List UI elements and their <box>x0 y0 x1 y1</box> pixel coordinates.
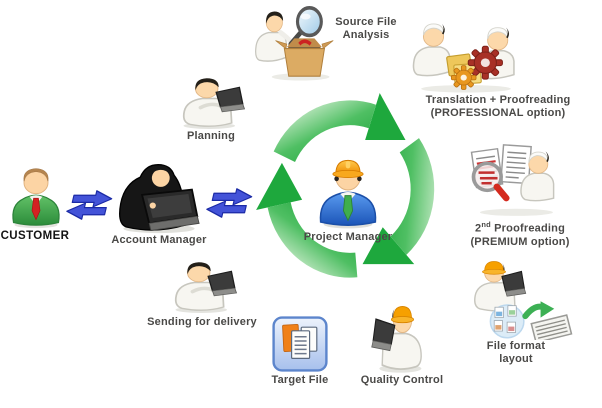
customer-person-icon <box>4 156 68 230</box>
quality-control-label: Quality Control <box>360 374 444 386</box>
green-cycle-arrows-icon <box>254 88 446 290</box>
account-manager-laptop-icon <box>110 154 208 234</box>
hardhat-worker-file-conversion-icon <box>460 258 574 340</box>
worker-laptop-icon <box>160 258 246 314</box>
hardhat-manager-icon <box>310 142 386 230</box>
customer-label: CUSTOMER <box>0 230 70 242</box>
documents-red-magnifier-icon <box>464 140 566 218</box>
project-manager-label: Project Manager <box>303 231 393 243</box>
target-file-label: Target File <box>271 374 329 386</box>
target-file-folder-icon <box>270 314 330 374</box>
magnifier-box-inspection-icon <box>248 2 342 82</box>
translation-proofreading-label: Translation + Proofreading (PROFESSIONAL… <box>425 94 571 119</box>
blue-swap-arrows-icon <box>202 187 254 219</box>
planning-label: Planning <box>186 130 236 142</box>
two-workers-gears-icon <box>408 12 524 94</box>
file-format-layout-label: File format layout <box>486 340 546 365</box>
hardhat-worker-laptop-icon <box>364 302 434 374</box>
sending-for-delivery-label: Sending for delivery <box>147 316 257 328</box>
second-proofreading-label: 2nd Proofreading (PREMIUM option) <box>470 220 570 248</box>
blue-swap-arrows-icon <box>62 189 114 221</box>
account-manager-label: Account Manager <box>111 234 207 246</box>
source-file-analysis-label: Source File Analysis <box>335 16 397 41</box>
worker-laptop-icon <box>168 74 254 130</box>
